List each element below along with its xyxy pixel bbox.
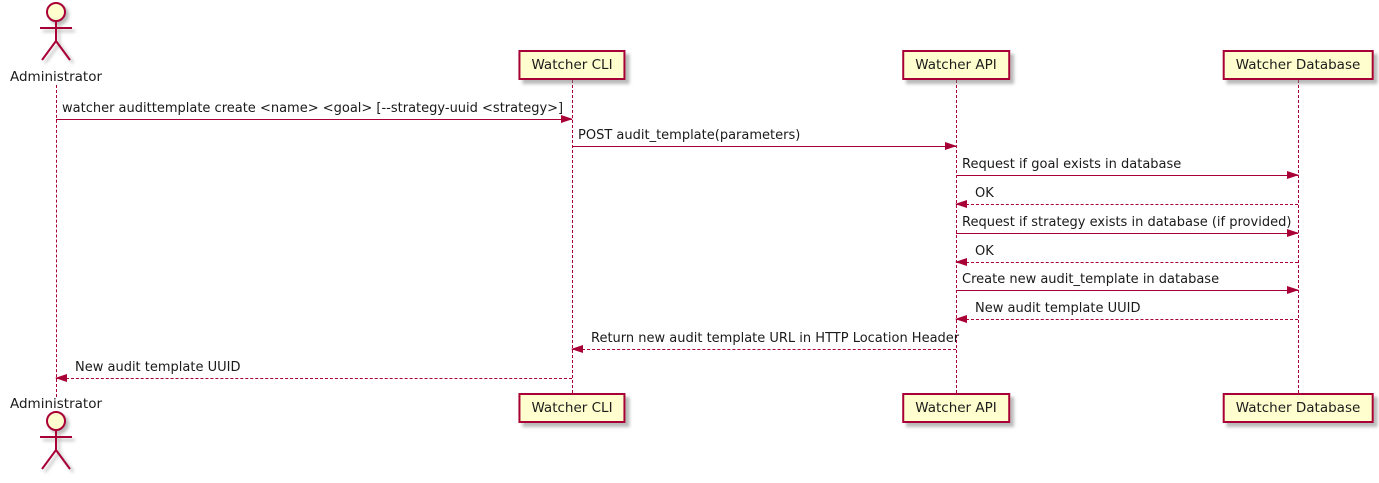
message-post-audit-template: POST audit_template(parameters) xyxy=(572,125,957,150)
message-line xyxy=(956,229,1299,237)
message-line xyxy=(572,142,957,150)
message-line xyxy=(955,258,1298,266)
message-line xyxy=(955,200,1298,208)
lifeline-administrator xyxy=(56,85,57,397)
message-label: Request if strategy exists in database (… xyxy=(962,215,1292,230)
arrowhead-icon xyxy=(561,115,573,123)
message-label: OK xyxy=(975,186,994,201)
message-ok-goal: OK xyxy=(955,183,1298,208)
actor-administrator-bottom-label: Administrator xyxy=(9,396,103,412)
arrowhead-icon xyxy=(955,315,967,323)
arrowhead-icon xyxy=(1287,171,1299,179)
message-create-audit-template-db: Create new audit_template in database xyxy=(956,269,1299,294)
message-line xyxy=(956,171,1299,179)
participant-label: Watcher CLI xyxy=(531,399,613,416)
participant-watcher-api-top: Watcher API xyxy=(902,50,1010,80)
message-ok-strategy: OK xyxy=(955,241,1298,266)
message-label: Return new audit template URL in HTTP Lo… xyxy=(591,331,960,346)
message-line xyxy=(956,286,1299,294)
arrowhead-icon xyxy=(955,258,967,266)
lifeline-watcher-cli xyxy=(572,80,573,393)
message-return-url-location-header: Return new audit template URL in HTTP Lo… xyxy=(571,328,960,353)
message-create-audittemplate: watcher audittemplate create <name> <goa… xyxy=(56,98,573,123)
message-line xyxy=(571,345,956,353)
message-new-uuid-to-admin: New audit template UUID xyxy=(55,357,572,382)
message-label: OK xyxy=(975,244,994,259)
actor-administrator-top-label: Administrator xyxy=(9,69,103,85)
arrowhead-icon xyxy=(945,142,957,150)
message-label: Create new audit_template in database xyxy=(962,272,1220,287)
arrowhead-icon xyxy=(1287,286,1299,294)
participant-watcher-database-bottom: Watcher Database xyxy=(1222,393,1374,423)
message-label: Request if goal exists in database xyxy=(962,157,1182,172)
participant-label: Watcher API xyxy=(915,56,997,73)
participant-label: Watcher API xyxy=(915,399,997,416)
message-line xyxy=(55,374,572,382)
participant-label: Watcher Database xyxy=(1235,56,1361,73)
message-label: New audit template UUID xyxy=(75,360,241,375)
participant-watcher-database-top: Watcher Database xyxy=(1222,50,1374,80)
message-request-goal-exists: Request if goal exists in database xyxy=(956,154,1299,179)
message-label: New audit template UUID xyxy=(975,301,1141,316)
message-new-uuid-from-db: New audit template UUID xyxy=(955,298,1298,323)
message-request-strategy-exists: Request if strategy exists in database (… xyxy=(956,212,1299,237)
message-label: POST audit_template(parameters) xyxy=(578,128,801,143)
participant-label: Watcher Database xyxy=(1235,399,1361,416)
arrowhead-icon xyxy=(955,200,967,208)
arrowhead-icon xyxy=(571,345,583,353)
actor-icon xyxy=(40,411,72,470)
actor-icon xyxy=(40,2,72,61)
message-label: watcher audittemplate create <name> <goa… xyxy=(62,101,564,116)
lifeline-watcher-api xyxy=(956,80,957,393)
message-line xyxy=(56,115,573,123)
participant-watcher-cli-bottom: Watcher CLI xyxy=(518,393,626,423)
message-line xyxy=(955,315,1298,323)
arrowhead-icon xyxy=(55,374,67,382)
participant-watcher-cli-top: Watcher CLI xyxy=(518,50,626,80)
participant-label: Watcher CLI xyxy=(531,56,613,73)
participant-watcher-api-bottom: Watcher API xyxy=(902,393,1010,423)
arrowhead-icon xyxy=(1287,229,1299,237)
